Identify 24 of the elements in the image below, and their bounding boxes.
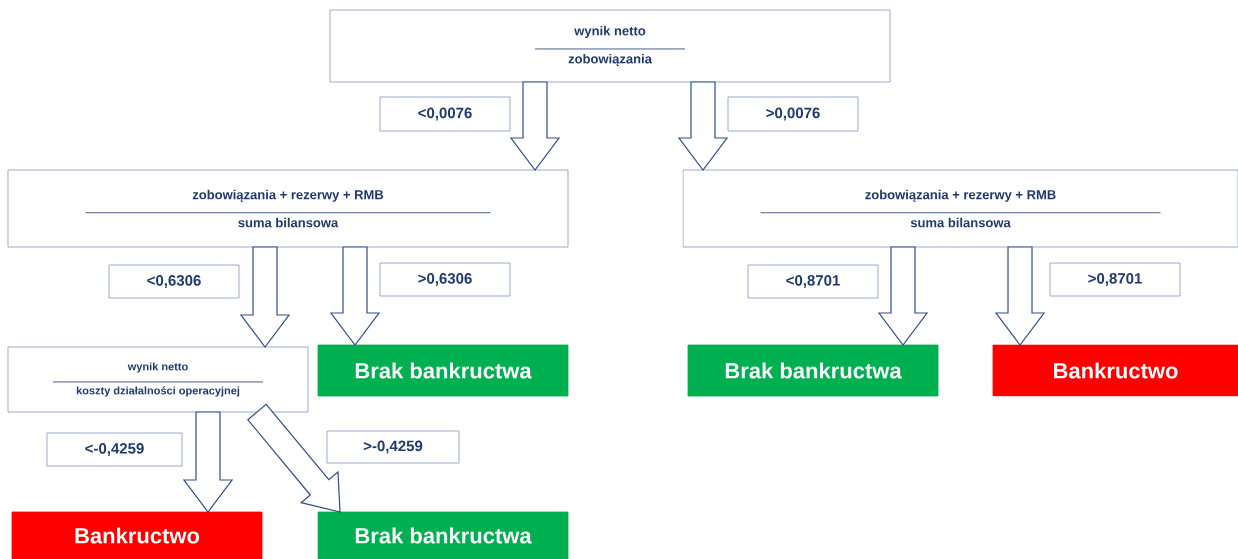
result-box: Brak bankructwa — [687, 344, 939, 397]
fraction-box: wynik netto zobowiązania — [329, 9, 891, 83]
fraction-box: zobowiązania + rezerwy + RMB suma bilansowa — [682, 169, 1238, 248]
edge-label: <0,6306 — [108, 264, 240, 299]
result-box: Bankructwo — [11, 511, 263, 559]
block-arrow — [239, 246, 291, 348]
result-box: Brak bankructwa — [317, 344, 569, 397]
edge-label: >0,8701 — [1049, 262, 1181, 297]
block-arrow — [994, 246, 1046, 346]
block-arrow — [877, 246, 929, 346]
edge-label: <0,8701 — [747, 264, 879, 299]
block-arrow — [182, 411, 234, 513]
block-arrow — [509, 81, 561, 171]
edge-label: <0,0076 — [379, 96, 511, 132]
edge-label: >-0,4259 — [326, 430, 460, 464]
edge-label: <-0,4259 — [46, 432, 183, 467]
block-arrow — [677, 81, 729, 171]
result-box: Bankructwo — [992, 344, 1238, 397]
result-box: Brak bankructwa — [317, 511, 569, 559]
fraction-box: zobowiązania + rezerwy + RMB suma bilansowa — [7, 169, 569, 248]
block-arrow — [329, 246, 381, 346]
fraction-box: wynik netto koszty działalności operacyjnej — [7, 346, 309, 413]
edge-label: >0,0076 — [727, 96, 859, 132]
edge-label: >0,6306 — [379, 262, 511, 297]
